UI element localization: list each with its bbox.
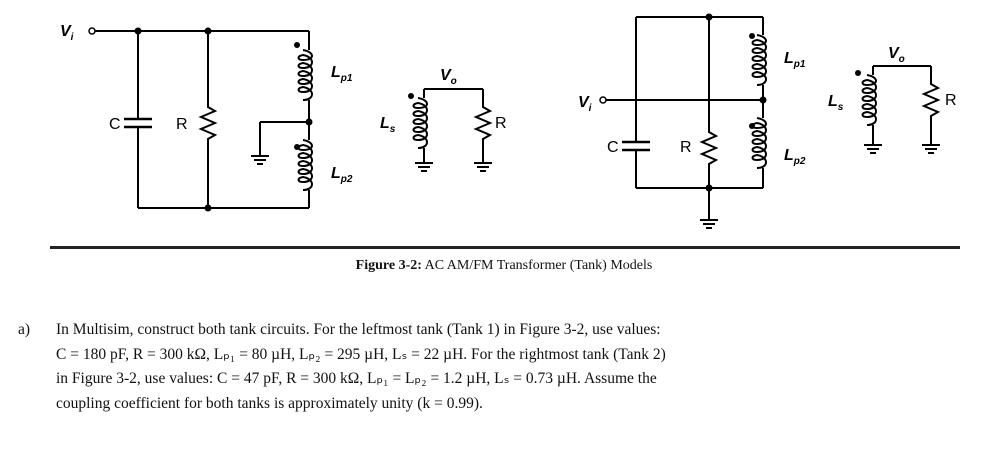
question-line: C = 180 pF, R = 300 kΩ, Lₚ₁ = 80 µH, Lₚ₂… bbox=[56, 345, 666, 363]
tank1-c-label: C bbox=[109, 116, 121, 133]
tank1-vi-terminal bbox=[88, 27, 96, 35]
question-line: coupling coefficient for both tanks is a… bbox=[56, 394, 483, 412]
tank2-vi-terminal bbox=[599, 96, 607, 104]
tank2-lp1-coil bbox=[751, 34, 767, 86]
figure-caption: Figure 3-2: AC AM/FM Transformer (Tank) … bbox=[0, 258, 1008, 274]
question-line: in Figure 3-2, use values: C = 47 pF, R … bbox=[56, 370, 657, 387]
question-marker: a) bbox=[18, 321, 31, 338]
tank2-load-r-label: R bbox=[945, 92, 957, 109]
tank1-lp2-coil bbox=[297, 139, 313, 191]
tank1-r-ground-icon bbox=[473, 152, 493, 172]
tank2-r-ground-icon bbox=[921, 134, 941, 154]
figure-caption-text: AC AM/FM Transformer (Tank) Models bbox=[421, 258, 653, 273]
tank2-r-label: R bbox=[680, 139, 692, 156]
tank2-vo-label: Vo bbox=[888, 45, 905, 65]
tank2-ls-coil bbox=[861, 74, 877, 126]
tank1-lp2-label: Lp2 bbox=[331, 165, 353, 185]
tank1-ls-coil bbox=[412, 97, 428, 149]
question-line: In Multisim, construct both tank circuit… bbox=[56, 321, 661, 338]
circuit-diagram: Vi C R Lp1 Lp2 Vo Ls R bbox=[60, 13, 957, 229]
question-body: In Multisim, construct both tank circuit… bbox=[56, 318, 968, 416]
tank1-vi-label: Vi bbox=[60, 23, 74, 43]
tank1-capacitor-symbol bbox=[122, 117, 154, 129]
tank2-resistor-symbol bbox=[701, 127, 717, 169]
tank2-circuit: Vi C R Lp1 Lp2 Vo Ls R bbox=[578, 13, 957, 229]
tank1-lp1-label: Lp1 bbox=[331, 64, 353, 84]
tank1-circuit: Vi C R Lp1 Lp2 Vo Ls R bbox=[60, 23, 507, 212]
tank1-load-resistor-symbol bbox=[475, 102, 491, 144]
tank1-ls-ground-icon bbox=[414, 152, 434, 172]
tank2-lp1-label: Lp1 bbox=[784, 50, 806, 70]
tank1-ls-label: Ls bbox=[380, 115, 396, 135]
tank1-vo-label: Vo bbox=[440, 67, 457, 87]
tank1-load-r-label: R bbox=[495, 115, 507, 132]
tank2-ground-icon bbox=[699, 209, 719, 229]
tank2-load-resistor-symbol bbox=[923, 79, 939, 121]
tank2-ls-ground-icon bbox=[863, 134, 883, 154]
figure-label: Figure 3-2: bbox=[355, 258, 422, 273]
tank1-resistor-symbol bbox=[200, 102, 216, 144]
tank2-c-label: C bbox=[607, 139, 619, 156]
tank2-vi-label: Vi bbox=[578, 94, 592, 114]
tank2-capacitor-symbol bbox=[620, 140, 652, 152]
question-a: a) In Multisim, construct both tank circ… bbox=[18, 318, 968, 416]
tank2-lp2-label: Lp2 bbox=[784, 147, 806, 167]
tank1-ground-icon bbox=[250, 145, 270, 165]
tank1-lp1-coil bbox=[297, 49, 313, 101]
figure-divider bbox=[50, 246, 960, 249]
tank2-ls-label: Ls bbox=[828, 93, 844, 113]
tank1-r-label: R bbox=[176, 116, 188, 133]
